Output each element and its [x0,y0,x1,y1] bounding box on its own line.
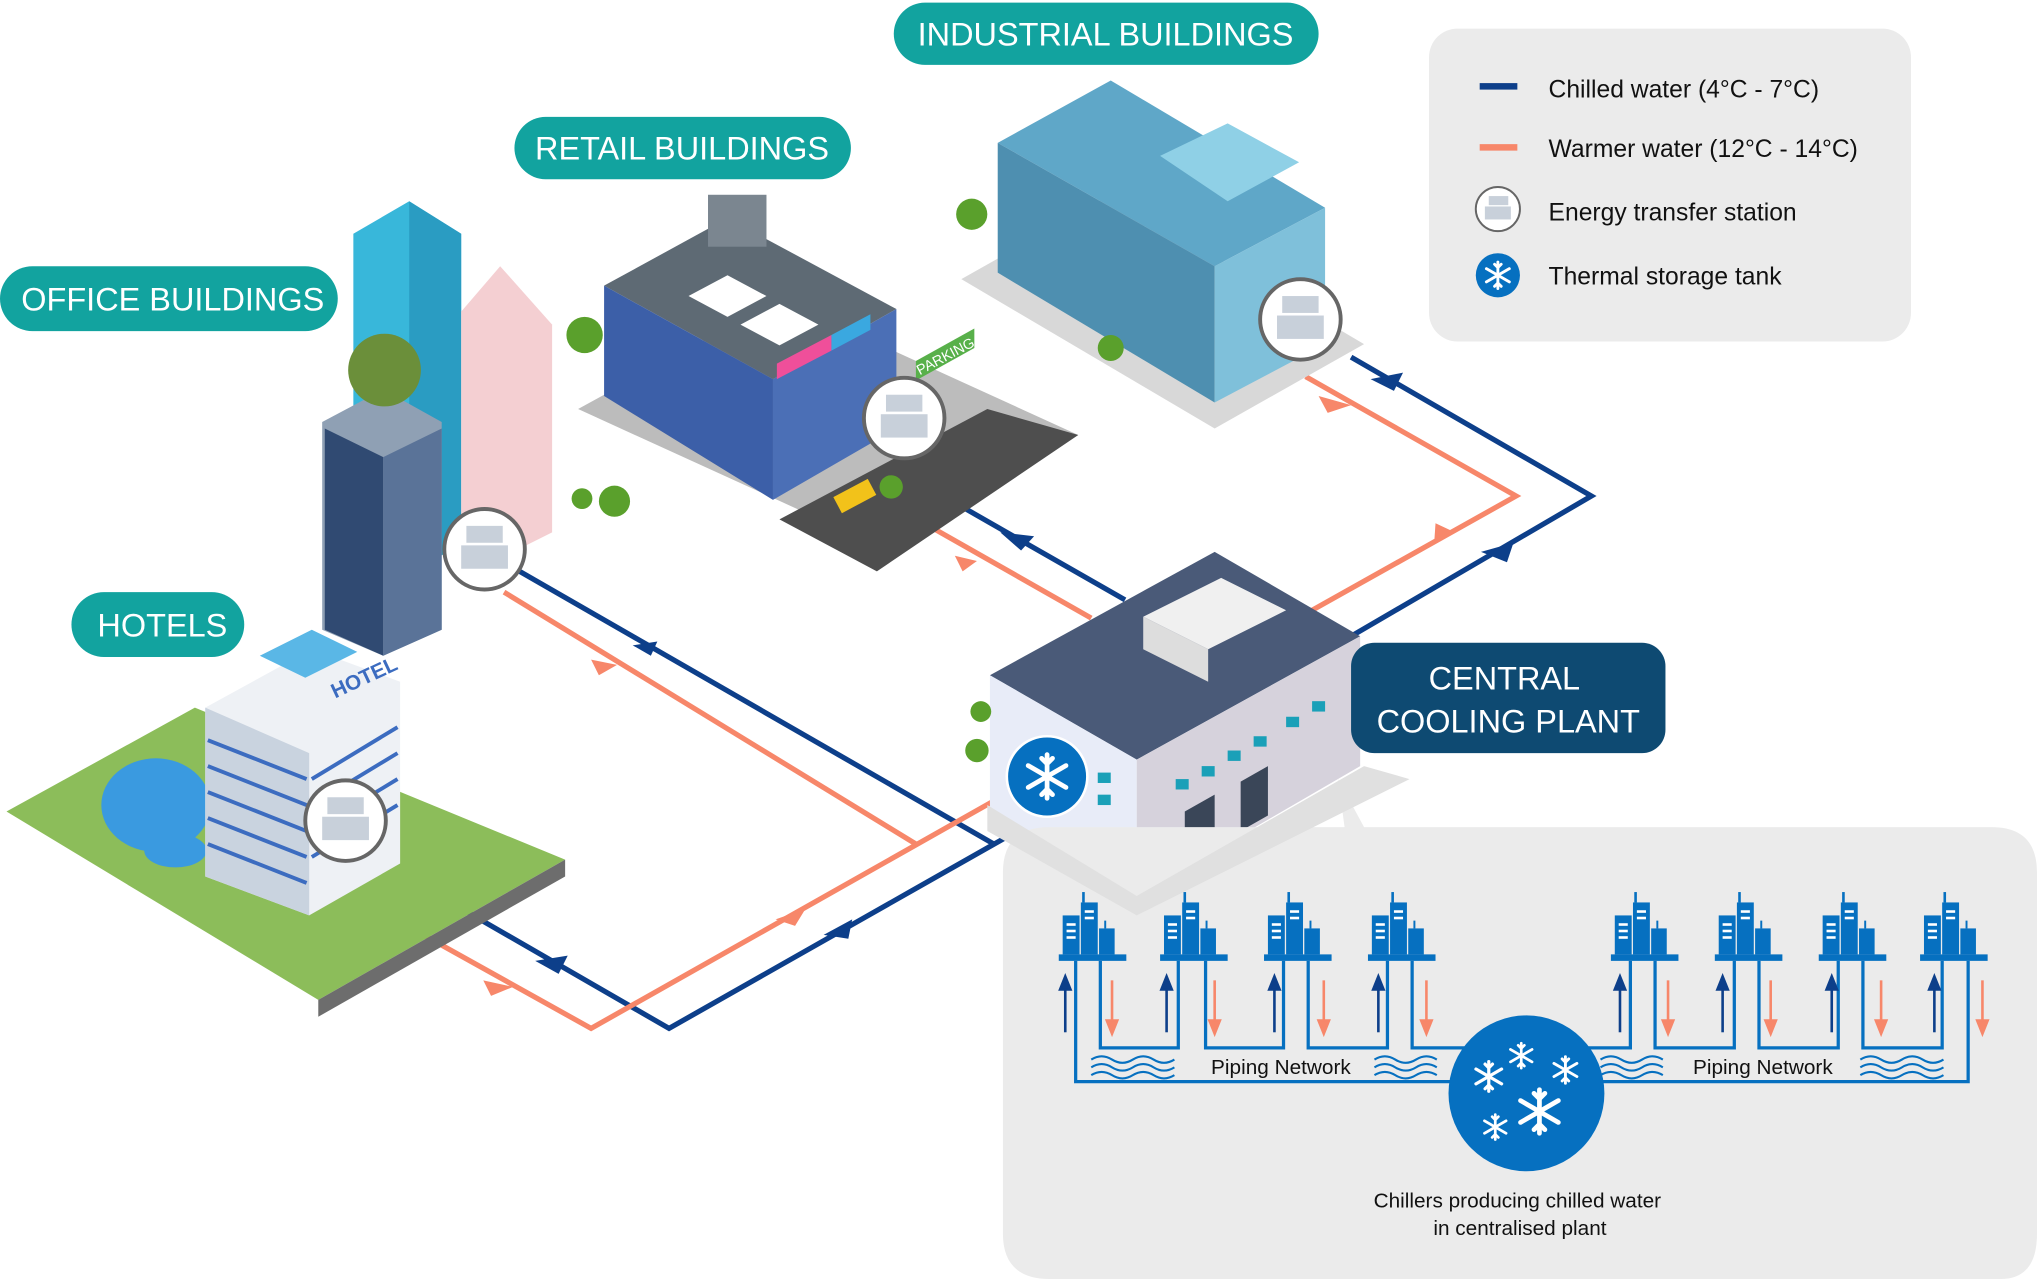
label-retail-buildings: RETAIL BUILDINGS [514,116,851,180]
svg-text:Thermal storage tank: Thermal storage tank [1549,263,1783,290]
svg-text:HOTELS: HOTELS [97,607,227,643]
chiller-snowflakes-icon [1448,1015,1605,1172]
label-office-buildings: OFFICE BUILDINGS [0,266,338,332]
hotel-building: HOTEL [6,629,566,1017]
piping-network-label-right: Piping Network [1693,1056,1833,1079]
supply-arrows [1058,972,1942,1033]
warmer-water-legend-line [1479,144,1518,151]
energy-transfer-station-industrial [1258,277,1343,362]
svg-text:Chilled water (4°C - 7°C): Chilled water (4°C - 7°C) [1549,76,1820,103]
industrial-building [956,80,1365,429]
caption-line-1: Chillers producing chilled water [1374,1190,1662,1213]
label-industrial-buildings: INDUSTRIAL BUILDINGS [893,2,1319,65]
svg-text:Warmer water (12°C - 14°C): Warmer water (12°C - 14°C) [1549,136,1858,163]
caption-line-2: in centralised plant [1433,1217,1606,1240]
flow-arrows [483,372,1514,996]
chilled-water-legend-line [1479,83,1518,90]
energy-transfer-station-retail [861,375,947,461]
retail-building: PARKING [566,194,1079,572]
svg-text:RETAIL BUILDINGS: RETAIL BUILDINGS [535,131,829,167]
water-wave-icons [1090,1055,1945,1080]
energy-transfer-station-hotel [303,778,388,863]
svg-text:COOLING PLANT: COOLING PLANT [1377,703,1641,739]
piping-network-label-left: Piping Network [1211,1056,1351,1079]
svg-text:Energy transfer station: Energy transfer station [1549,200,1797,227]
return-arrows [1104,980,1990,1038]
piping-network [1074,960,1970,1084]
thermal-storage-tank-icon [1005,734,1089,819]
energy-transfer-station-office [442,507,527,592]
chiller-detail-panel: Piping Network Piping Network Chillers p… [987,766,2037,1279]
office-buildings [322,201,631,656]
energy-station-icon [1474,186,1521,233]
svg-text:CENTRAL: CENTRAL [1429,660,1581,696]
svg-text:OFFICE BUILDINGS: OFFICE BUILDINGS [21,281,324,317]
legend: Chilled water (4°C - 7°C) Warmer water (… [1429,28,1911,342]
label-central-cooling-plant: CENTRAL COOLING PLANT [1351,642,1666,754]
snowflake-icon [1475,253,1520,298]
svg-text:INDUSTRIAL BUILDINGS: INDUSTRIAL BUILDINGS [918,16,1294,52]
label-hotels: HOTELS [71,592,245,658]
